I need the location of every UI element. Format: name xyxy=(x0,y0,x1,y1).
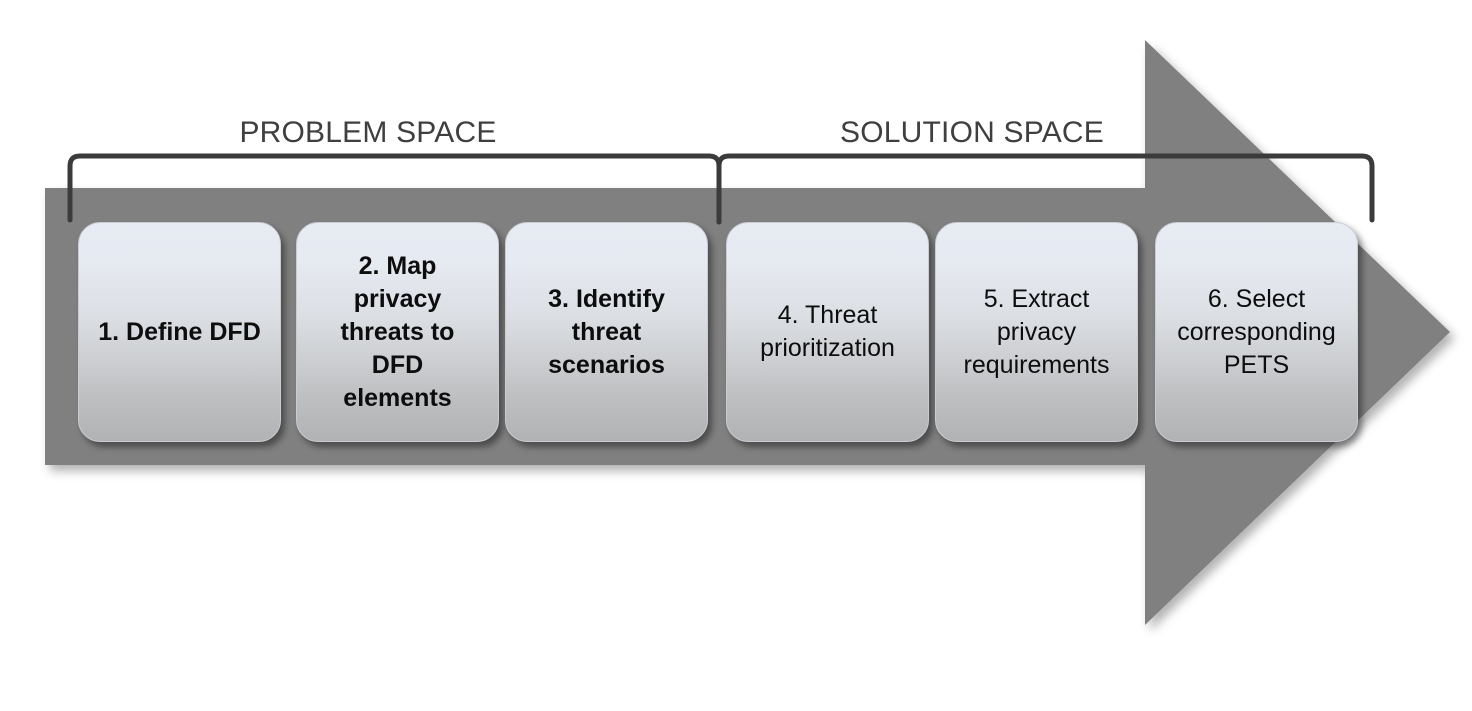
step-box-3[interactable]: 3. Identify threat scenarios xyxy=(505,222,708,442)
step-label-1: 1. Define DFD xyxy=(98,317,261,346)
step-box-5[interactable]: 5. Extract privacy requirements xyxy=(935,222,1138,442)
phase-label-solution-space: SOLUTION SPACE xyxy=(840,116,1104,149)
step-label-4: 4. Threat prioritization xyxy=(760,301,895,362)
step-box-2[interactable]: 2. Map privacy threats to DFD elements xyxy=(296,222,499,442)
step-box-1[interactable]: 1. Define DFD xyxy=(78,222,281,442)
step-box-6[interactable]: 6. Select corresponding PETS xyxy=(1155,222,1358,442)
step-label-3: 3. Identify threat scenarios xyxy=(548,284,665,379)
step-box-4[interactable]: 4. Threat prioritization xyxy=(726,222,929,442)
phase-label-problem-space: PROBLEM SPACE xyxy=(239,116,497,149)
step-label-6: 6. Select corresponding PETS xyxy=(1177,284,1336,379)
step-label-2: 2. Map privacy threats to DFD elements xyxy=(340,251,455,412)
step-label-5: 5. Extract privacy requirements xyxy=(963,284,1110,379)
